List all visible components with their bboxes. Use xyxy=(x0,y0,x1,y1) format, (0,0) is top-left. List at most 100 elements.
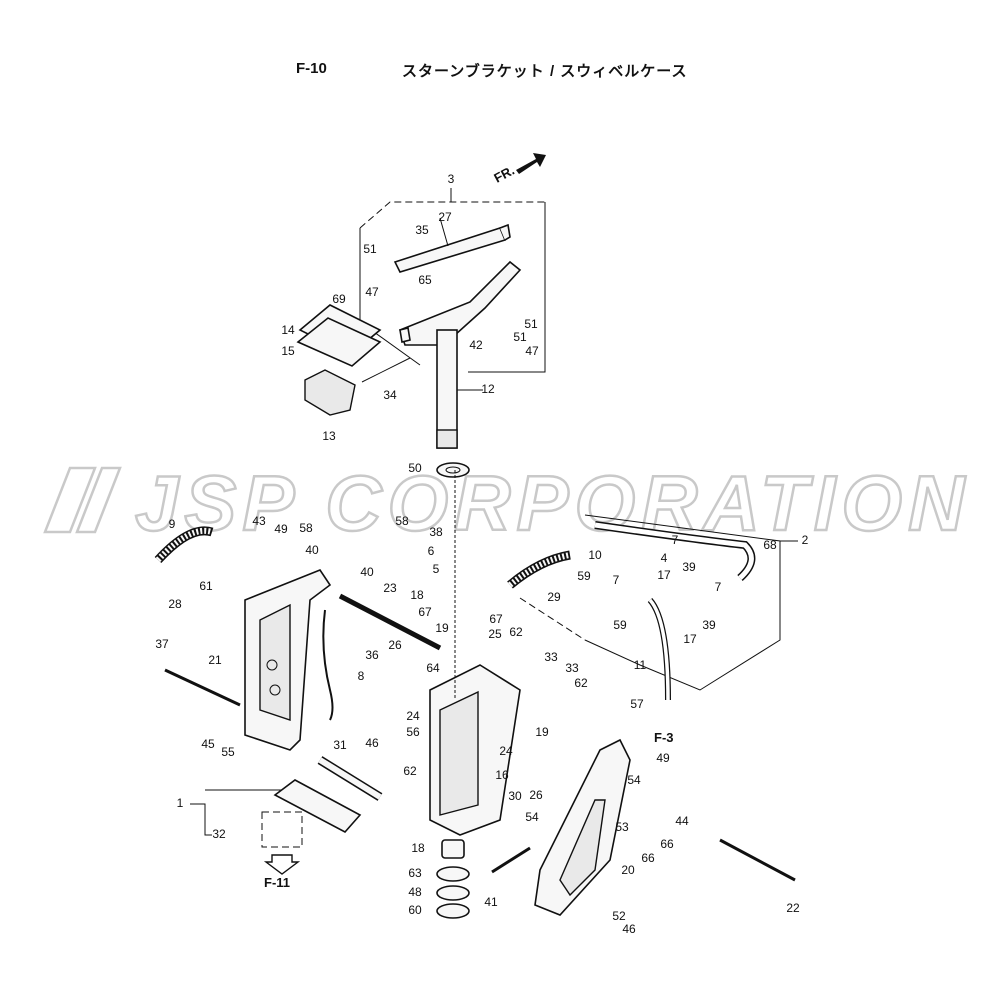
part-callout-1: 1 xyxy=(177,796,184,810)
part-callout-43: 43 xyxy=(252,514,266,528)
front-direction-arrow: FR. xyxy=(491,153,546,186)
part-callout-15: 15 xyxy=(281,344,295,358)
part-callout-19: 19 xyxy=(435,621,449,635)
through-bolt-22 xyxy=(719,838,796,882)
part-callout-32: 32 xyxy=(212,827,226,841)
part-callout-60: 60 xyxy=(408,903,422,917)
part-callout-9: 9 xyxy=(169,517,176,531)
watermark: JSP CORPORATION xyxy=(43,458,970,548)
part-callout-57: 57 xyxy=(630,697,644,711)
part-callout-26: 26 xyxy=(529,788,543,802)
part-callout-40: 40 xyxy=(360,565,374,579)
part-callout-16: 16 xyxy=(495,768,509,782)
part-callout-20: 20 xyxy=(621,863,635,877)
part-callout-64: 64 xyxy=(426,661,440,675)
part-callout-6: 6 xyxy=(428,544,435,558)
part-callout-28: 28 xyxy=(168,597,182,611)
watermark-logo-icon xyxy=(43,466,122,534)
part-callout-61: 61 xyxy=(199,579,213,593)
part-callout-33: 33 xyxy=(565,661,579,675)
part-callout-39: 39 xyxy=(682,560,696,574)
part-callout-7: 7 xyxy=(613,573,620,587)
part-callout-41: 41 xyxy=(484,895,498,909)
part-callout-52: 52 xyxy=(612,909,626,923)
part-callout-49: 49 xyxy=(274,522,288,536)
part-callout-25: 25 xyxy=(488,627,502,641)
part-callout-54: 54 xyxy=(525,810,539,824)
bolt-41 xyxy=(491,846,531,874)
clamp-plate-1 xyxy=(273,779,362,834)
part-callout-21: 21 xyxy=(208,653,222,667)
group-1-bracket xyxy=(190,803,212,836)
part-callout-18: 18 xyxy=(411,841,425,855)
part-callout-48: 48 xyxy=(408,885,422,899)
part-callout-62: 62 xyxy=(403,764,417,778)
part-callout-7: 7 xyxy=(672,533,679,547)
part-callout-37: 37 xyxy=(155,637,169,651)
part-callout-47: 47 xyxy=(365,285,379,299)
part-callout-55: 55 xyxy=(221,745,235,759)
part-callout-63: 63 xyxy=(408,866,422,880)
part-callout-26: 26 xyxy=(388,638,402,652)
part-callout-29: 29 xyxy=(547,590,561,604)
part-callout-39: 39 xyxy=(702,618,716,632)
part-callout-24: 24 xyxy=(406,709,420,723)
part-callout-13: 13 xyxy=(322,429,336,443)
part-callout-51: 51 xyxy=(363,242,377,256)
part-callout-8: 8 xyxy=(358,669,365,683)
part-callout-54: 54 xyxy=(627,773,641,787)
part-callout-69: 69 xyxy=(332,292,346,306)
upper-mount-parts xyxy=(296,304,411,416)
part-callout-58: 58 xyxy=(299,521,313,535)
part-callout-42: 42 xyxy=(469,338,483,352)
part-callout-58: 58 xyxy=(395,514,409,528)
group-3-outline xyxy=(359,201,545,229)
part-callout-17: 17 xyxy=(683,632,697,646)
steering-shaft-12 xyxy=(436,329,483,449)
part-callout-62: 62 xyxy=(574,676,588,690)
shaft-23 xyxy=(338,593,442,651)
part-callout-49: 49 xyxy=(656,751,670,765)
part-callout-40: 40 xyxy=(305,543,319,557)
stern-bracket-right-20 xyxy=(534,738,631,916)
part-callout-22: 22 xyxy=(786,901,800,915)
figure-title: スターンブラケット / スウィベルケース xyxy=(402,63,688,80)
swivel-case-16 xyxy=(429,470,521,836)
washer-50 xyxy=(436,462,470,478)
part-callout-47: 47 xyxy=(525,344,539,358)
steering-bracket xyxy=(399,260,522,346)
part-callout-46: 46 xyxy=(622,922,636,936)
part-callout-66: 66 xyxy=(660,837,674,851)
part-callout-56: 56 xyxy=(406,725,420,739)
stern-bracket-left-21 xyxy=(244,569,332,751)
part-callout-11: 11 xyxy=(634,658,647,672)
front-direction-label: FR. xyxy=(491,163,517,186)
part-callout-45: 45 xyxy=(201,737,215,751)
part-callout-50: 50 xyxy=(408,461,422,475)
part-callout-67: 67 xyxy=(489,612,503,626)
part-callout-46: 46 xyxy=(365,736,379,750)
part-callout-53: 53 xyxy=(615,820,629,834)
part-callout-65: 65 xyxy=(418,273,432,287)
watermark-text: JSP CORPORATION xyxy=(135,459,970,547)
figure-code: F-10 xyxy=(296,60,327,77)
part-callout-19: 19 xyxy=(535,725,549,739)
part-callout-12: 12 xyxy=(481,382,495,396)
part-callout-36: 36 xyxy=(365,648,379,662)
page-ref-f-11: F-11 xyxy=(264,875,290,890)
part-callout-24: 24 xyxy=(499,744,513,758)
part-callout-67: 67 xyxy=(418,605,432,619)
part-callout-34: 34 xyxy=(383,388,397,402)
part-callout-2: 2 xyxy=(802,533,809,547)
part-callout-27: 27 xyxy=(438,210,452,224)
part-callout-38: 38 xyxy=(429,525,443,539)
part-callout-31: 31 xyxy=(333,738,347,752)
part-callout-59: 59 xyxy=(613,618,627,632)
steering-handle-27 xyxy=(393,217,511,273)
group-3-bracket-right xyxy=(468,202,546,373)
part-callout-23: 23 xyxy=(383,581,397,595)
bottom-bushing-stack xyxy=(436,839,470,919)
